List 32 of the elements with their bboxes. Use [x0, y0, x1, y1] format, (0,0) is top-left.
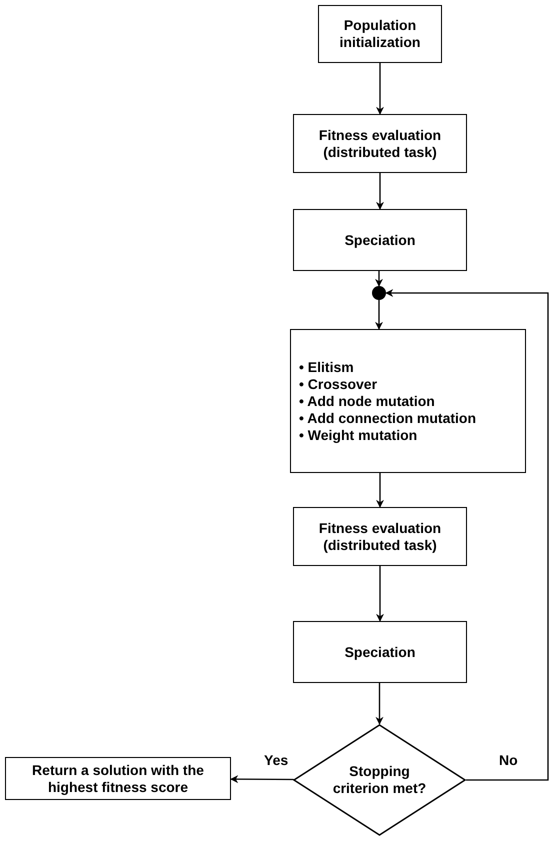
arrow	[376, 173, 384, 210]
arrow	[375, 300, 383, 330]
decision-diamond	[293, 724, 466, 836]
arrow	[376, 63, 384, 115]
arrow	[375, 271, 383, 287]
node-label: Population initialization	[338, 17, 422, 51]
process-box	[5, 757, 231, 800]
list-item: • Add node mutation	[299, 392, 435, 410]
node-label: Fitness evaluation (distributed task)	[318, 520, 442, 554]
process-box	[290, 329, 526, 473]
arrow	[376, 683, 384, 725]
arrow	[376, 566, 384, 622]
list-item: • Add connection mutation	[299, 410, 476, 426]
list-item: • Elitism	[299, 358, 354, 376]
list-item: • Weight mutation	[299, 426, 418, 444]
process-box	[293, 621, 467, 683]
process-box	[293, 507, 467, 566]
arrow	[230, 775, 294, 784]
process-box	[318, 5, 442, 63]
node-label: Fitness evaluation (distributed task)	[318, 126, 442, 160]
node-label: Speciation	[344, 644, 416, 660]
node-label: Speciation	[344, 232, 416, 248]
edge-label: No	[497, 752, 520, 768]
node-label: Return a solution with the highest fitness score	[31, 762, 205, 796]
node-label: Stopping criterion met?	[332, 763, 428, 797]
process-box	[293, 114, 467, 173]
arrow	[385, 289, 549, 781]
arrow	[376, 473, 384, 508]
junction-dot	[372, 286, 386, 300]
edge-label: Yes	[262, 752, 290, 768]
list-item: • Crossover	[299, 376, 378, 392]
process-box	[293, 209, 467, 271]
